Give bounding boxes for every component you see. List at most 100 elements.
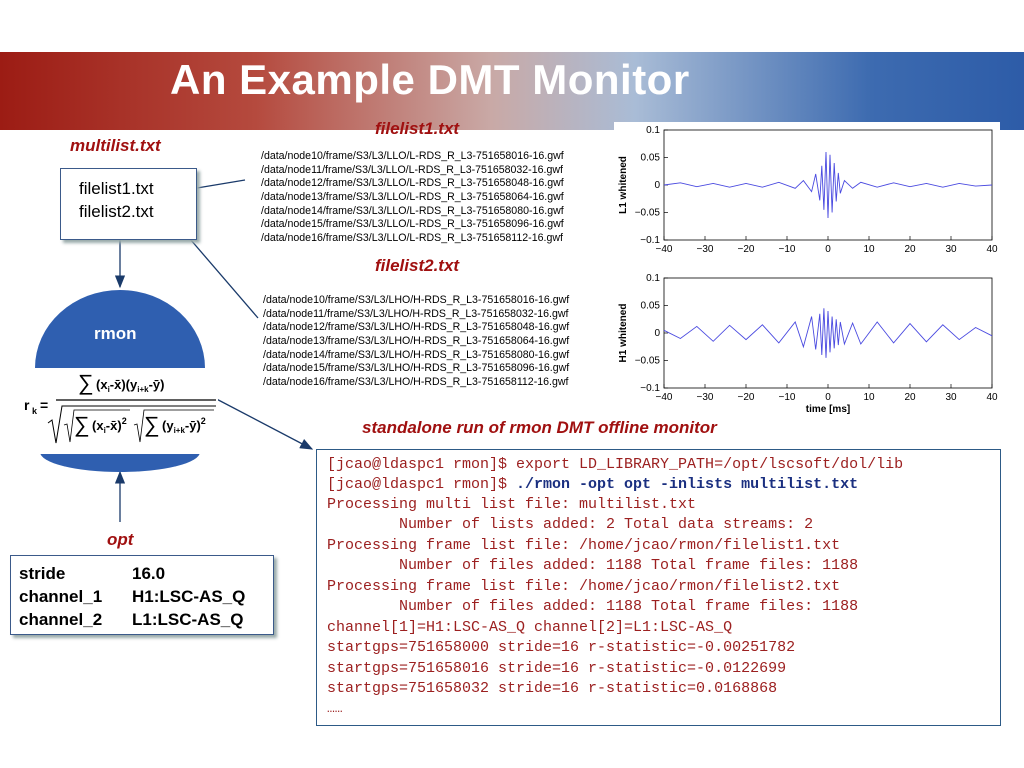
denom-y: (yi+k-ȳ)2: [162, 416, 206, 435]
terminal-line: Number of files added: 1188 Total frame …: [327, 598, 859, 615]
terminal-line: [jcao@ldaspc1 rmon]$ ./rmon -opt opt -in…: [327, 476, 858, 494]
filelist1-label: filelist1.txt: [375, 119, 460, 138]
terminal-text: export LD_LIBRARY_PATH=/opt/lscsoft/dol/…: [516, 456, 904, 473]
sum-symbol: ∑: [74, 412, 90, 437]
x-tick-label: 40: [986, 244, 998, 255]
x-tick-label: −10: [779, 244, 796, 255]
x-tick-label: −10: [779, 392, 796, 403]
terminal-line: channel[1]=H1:LSC-AS_Q channel[2]=L1:LSC…: [327, 619, 733, 636]
formula-lhs-sub: k: [32, 406, 38, 416]
y-tick-label: 0: [654, 328, 660, 339]
correlation-formula: r k = ∑ (xi-x̄)(yi+k-ȳ) ∑ (xi-x̄)2 ∑ (yi…: [18, 368, 218, 454]
terminal-line: [jcao@ldaspc1 rmon]$ export LD_LIBRARY_P…: [327, 456, 903, 474]
series-line: [663, 308, 993, 358]
standalone-label: standalone run of rmon DMT offline monit…: [362, 418, 717, 437]
opt-label: opt: [107, 530, 134, 549]
filelist1-path: /data/node10/frame/S3/L3/LLO/L-RDS_R_L3-…: [261, 150, 564, 162]
multilist-line-2: filelist2.txt: [79, 202, 154, 221]
x-axis-label: time [ms]: [806, 404, 850, 415]
arrow-filelist2-to-multilist: [177, 224, 259, 319]
filelist2-path: /data/node11/frame/S3/L3/LHO/H-RDS_R_L3-…: [263, 307, 569, 320]
x-tick-label: −20: [738, 392, 755, 403]
filelist2-path: /data/node10/frame/S3/L3/LHO/H-RDS_R_L3-…: [263, 294, 570, 306]
filelist2-paths: /data/node10/frame/S3/L3/LHO/H-RDS_R_L3-…: [263, 294, 569, 390]
terminal-line: startgps=751658032 stride=16 r-statistic…: [327, 680, 778, 697]
filelist2-path: /data/node14/frame/S3/L3/LHO/H-RDS_R_L3-…: [263, 348, 570, 361]
arrow-rmon-to-terminal: [204, 392, 314, 450]
sum-symbol: ∑: [144, 412, 160, 437]
y-tick-label: 0.1: [646, 125, 660, 136]
sqrt-inner-2: [133, 409, 214, 443]
terminal-output: [jcao@ldaspc1 rmon]$ export LD_LIBRARY_P…: [316, 449, 1001, 726]
filelist2-path: /data/node15/frame/S3/L3/LHO/H-RDS_R_L3-…: [263, 362, 570, 375]
rmon-base: [40, 452, 200, 472]
y-axis-label: H1 whitened: [618, 304, 629, 363]
opt-key-channel-2: channel_2: [19, 610, 103, 629]
filelist2-label: filelist2.txt: [375, 256, 460, 275]
filelist1-path: /data/node16/frame/S3/L3/LLO/L-RDS_R_L3-…: [261, 232, 563, 245]
terminal-line: Number of lists added: 2 Total data stre…: [327, 516, 814, 533]
x-tick-label: −30: [697, 244, 714, 255]
filelist1-path: /data/node12/frame/S3/L3/LLO/L-RDS_R_L3-…: [261, 177, 564, 190]
rmon-dome: [35, 290, 205, 368]
x-tick-label: 40: [986, 392, 998, 403]
x-tick-label: 30: [945, 392, 957, 403]
formula-svg: r k = ∑ (xi-x̄)(yi+k-ȳ) ∑ (xi-x̄)2 ∑ (yi…: [24, 370, 216, 444]
y-tick-label: 0: [654, 180, 660, 191]
y-axis-label: L1 whitened: [618, 156, 629, 214]
x-tick-label: −30: [697, 392, 714, 403]
sqrt-inner-1: [63, 409, 130, 443]
y-tick-label: 0.1: [646, 273, 660, 284]
y-tick-label: −0.1: [640, 235, 660, 246]
opt-value-channel-1: H1:LSC-AS_Q: [132, 587, 246, 606]
x-tick-label: −40: [656, 392, 673, 403]
plot-frame: [663, 129, 993, 241]
formula-equals: =: [40, 397, 48, 413]
terminal-line: Processing frame list file: /home/jcao/r…: [327, 578, 841, 595]
x-tick-label: 0: [825, 244, 831, 255]
denom-x: (xi-x̄)2: [92, 416, 127, 435]
terminal-line: startgps=751658016 stride=16 r-statistic…: [327, 660, 787, 677]
opt-value-stride: 16.0: [132, 564, 166, 583]
terminal-line: Processing frame list file: /home/jcao/r…: [327, 537, 841, 554]
terminal-line: startgps=751658000 stride=16 r-statistic…: [327, 639, 796, 656]
x-tick-label: 10: [863, 392, 875, 403]
opt-box: stride 16.0 channel_1 H1:LSC-AS_Q channe…: [10, 555, 274, 635]
y-tick-label: 0.05: [641, 153, 661, 164]
y-tick-label: −0.1: [640, 383, 660, 394]
plot-frame: [663, 277, 993, 389]
rmon-label: rmon: [94, 324, 137, 343]
multilist-line-1: filelist1.txt: [79, 179, 154, 198]
terminal-line: ……: [327, 701, 343, 716]
slide-title: An Example DMT Monitor: [170, 56, 690, 103]
title-banner: [0, 52, 1024, 130]
filelist1-path: /data/node15/frame/S3/L3/LLO/L-RDS_R_L3-…: [261, 218, 564, 231]
y-tick-label: −0.05: [635, 356, 661, 367]
filelist1-path: /data/node14/frame/S3/L3/LLO/L-RDS_R_L3-…: [261, 204, 564, 217]
opt-value-channel-2: L1:LSC-AS_Q: [132, 610, 244, 629]
x-tick-label: 30: [945, 244, 957, 255]
terminal-line: Number of files added: 1188 Total frame …: [327, 557, 859, 574]
x-tick-label: 20: [904, 392, 916, 403]
terminal-prompt: [jcao@ldaspc1 rmon]$: [327, 476, 517, 493]
x-tick-label: −20: [738, 244, 755, 255]
filelist2-path: /data/node13/frame/S3/L3/LHO/H-RDS_R_L3-…: [263, 335, 570, 348]
terminal-command: ./rmon -opt opt -inlists multilist.txt: [516, 476, 859, 493]
x-tick-label: −40: [656, 244, 673, 255]
opt-key-channel-1: channel_1: [19, 587, 103, 606]
multilist-label: multilist.txt: [70, 136, 161, 155]
terminal-prompt: [jcao@ldaspc1 rmon]$: [327, 456, 517, 473]
opt-key-stride: stride: [19, 564, 66, 583]
filelist1-path: /data/node11/frame/S3/L3/LLO/L-RDS_R_L3-…: [261, 163, 563, 176]
filelist2-path: /data/node12/frame/S3/L3/LHO/H-RDS_R_L3-…: [263, 321, 570, 334]
filelist2-path: /data/node16/frame/S3/L3/LHO/H-RDS_R_L3-…: [263, 376, 569, 389]
filelist1-paths: /data/node10/frame/S3/L3/LLO/L-RDS_R_L3-…: [261, 150, 564, 246]
series-line: [663, 151, 993, 219]
numerator: (xi-x̄)(yi+k-ȳ): [96, 377, 164, 394]
y-tick-label: −0.05: [635, 208, 661, 219]
